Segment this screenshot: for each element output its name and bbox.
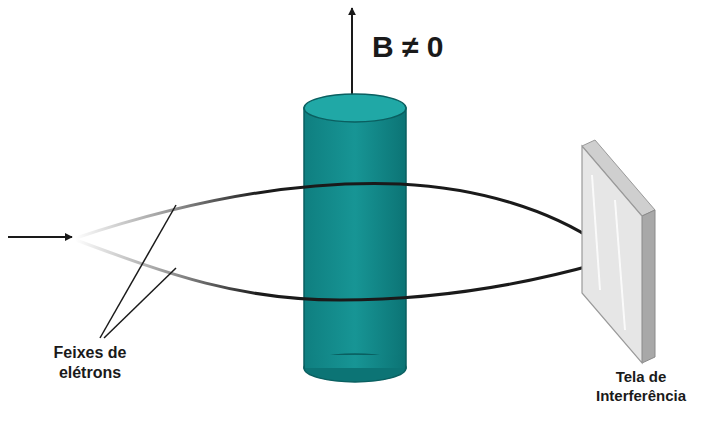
leader-line [100,205,176,338]
upper-beam [76,183,600,244]
screen-label: Tela de Interferência [581,368,701,406]
leader-line [104,268,176,338]
solenoid-cylinder [304,94,406,382]
beam-label: Feixes de elétrons [40,343,140,383]
field-label: B ≠ 0 [372,28,482,66]
incoming-beam [8,236,72,238]
field-arrow [351,8,353,98]
interference-screen [582,140,655,363]
lower-beam [76,240,600,300]
